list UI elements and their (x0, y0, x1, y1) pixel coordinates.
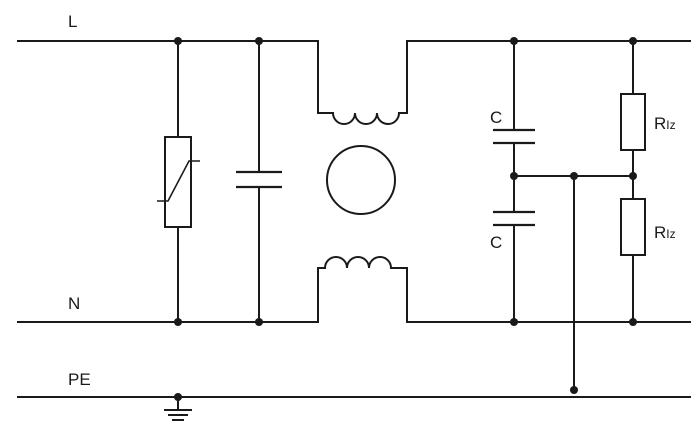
junction-dots (174, 37, 637, 401)
varistor (157, 40, 200, 323)
ground-icon (164, 409, 192, 421)
pe-label: PE (68, 370, 91, 389)
resistors (620, 40, 646, 323)
wires (17, 40, 691, 411)
line-label: L (68, 12, 77, 31)
y-capacitors (493, 40, 535, 323)
common-mode-choke (317, 40, 408, 323)
neutral-label: N (68, 294, 80, 313)
pe-tap (513, 175, 634, 391)
resistor-bottom-label: RIz (654, 223, 676, 242)
capacitor-top-label: C (490, 108, 502, 127)
resistor-top-label: RIz (654, 114, 676, 133)
capacitor-bottom-label: C (490, 233, 502, 252)
input-capacitor (236, 40, 282, 323)
